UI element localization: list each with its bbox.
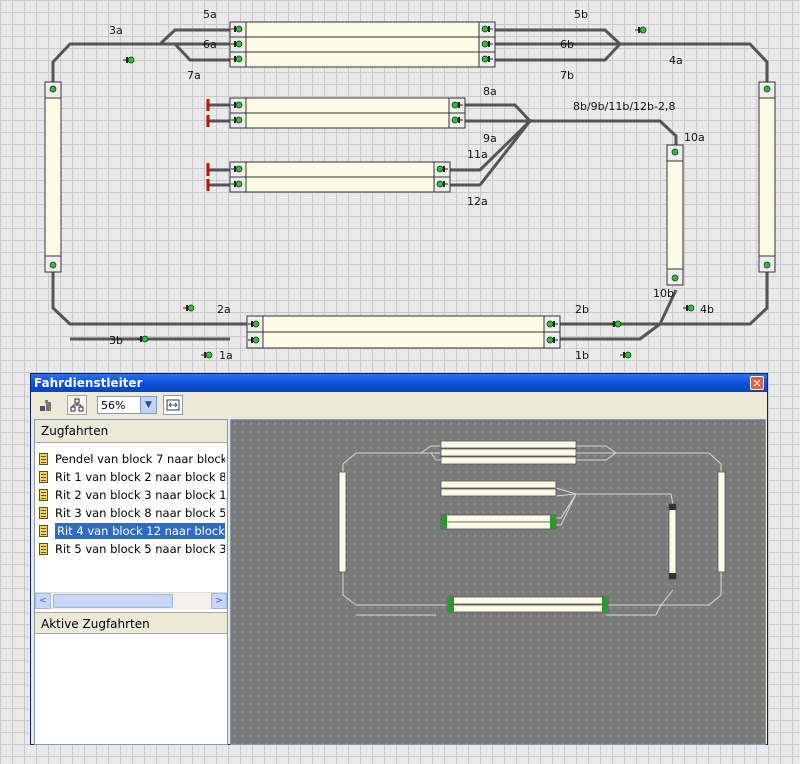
trips-pane: Zugfahrten Pendel van block 7 naar block… xyxy=(34,419,228,745)
scroll-left-button[interactable]: < xyxy=(35,593,51,609)
block-8[interactable] xyxy=(229,97,466,114)
list-item[interactable]: Rit 5 van block 5 naar block 3 xyxy=(37,540,225,558)
scroll-thumb[interactable] xyxy=(53,594,173,608)
label-5b: 5b xyxy=(574,8,588,21)
label-5a: 5a xyxy=(203,8,217,21)
block-4[interactable] xyxy=(758,81,776,273)
fit-view-icon[interactable] xyxy=(163,395,183,415)
track-layout[interactable] xyxy=(0,0,800,370)
trip-list[interactable]: Pendel van block 7 naar block 1 <: Rit 1… xyxy=(35,450,227,558)
window-title: Fahrdienstleiter xyxy=(34,376,143,390)
scroll-right-button[interactable]: > xyxy=(211,593,227,609)
label-10b: 10b xyxy=(653,287,674,300)
block-2[interactable] xyxy=(246,315,561,333)
label-3b: 3b xyxy=(109,334,123,347)
trip-label: Rit 5 van block 5 naar block 3 xyxy=(55,542,225,556)
horizontal-scrollbar[interactable]: < > xyxy=(35,592,227,609)
trip-label: Rit 3 van block 8 naar block 5 xyxy=(55,506,225,520)
trains-icon[interactable] xyxy=(37,395,57,415)
active-trips-header: Aktive Zugfahrten xyxy=(35,612,227,634)
block-11[interactable] xyxy=(229,161,451,178)
trip-icon xyxy=(39,543,48,555)
label-7a: 7a xyxy=(187,69,201,82)
fahrdienstleiter-window[interactable]: Fahrdienstleiter ✕ 56% ▼ Zugfahrten Pend… xyxy=(30,373,768,745)
trip-label: Rit 2 van block 3 naar block 12 xyxy=(55,488,225,502)
overview-layout xyxy=(338,440,726,616)
label-4a: 4a xyxy=(669,54,683,67)
label-8b: 8b/9b/11b/12b-2,8 xyxy=(573,100,676,113)
label-6b: 6b xyxy=(560,38,574,51)
trip-label: Rit 1 van block 2 naar block 8 xyxy=(55,470,225,484)
label-3a: 3a xyxy=(109,24,123,37)
zoom-value: 56% xyxy=(101,399,126,412)
trip-label: Pendel van block 7 naar block 1 <: xyxy=(55,452,225,466)
label-4b: 4b xyxy=(700,303,714,316)
label-12a: 12a xyxy=(467,195,488,208)
label-1b: 1b xyxy=(575,349,589,362)
label-7b: 7b xyxy=(560,69,574,82)
list-item[interactable]: Rit 2 van block 3 naar block 12 xyxy=(37,486,225,504)
label-11a: 11a xyxy=(467,148,488,161)
label-2a: 2a xyxy=(217,303,231,316)
trip-icon xyxy=(39,489,48,501)
zoom-select[interactable]: 56% ▼ xyxy=(97,396,157,414)
label-10a: 10a xyxy=(684,131,705,144)
close-button[interactable]: ✕ xyxy=(750,376,764,390)
block-10[interactable] xyxy=(666,144,684,286)
chevron-down-icon[interactable]: ▼ xyxy=(140,397,156,413)
trip-icon xyxy=(39,453,48,465)
block-3[interactable] xyxy=(44,81,62,273)
block-12[interactable] xyxy=(229,176,451,193)
toolbar: 56% ▼ xyxy=(31,392,767,416)
label-2b: 2b xyxy=(575,303,589,316)
list-item-selected[interactable]: Rit 4 van block 12 naar block 2 xyxy=(37,522,225,540)
label-8a: 8a xyxy=(483,85,497,98)
trip-icon xyxy=(39,525,48,537)
block-5[interactable] xyxy=(229,21,496,38)
list-item[interactable]: Pendel van block 7 naar block 1 <: xyxy=(37,450,225,468)
block-7[interactable] xyxy=(229,51,496,68)
block-9[interactable] xyxy=(229,112,466,129)
list-item[interactable]: Rit 3 van block 8 naar block 5 xyxy=(37,504,225,522)
trips-header: Zugfahrten xyxy=(35,420,227,443)
list-item[interactable]: Rit 1 van block 2 naar block 8 xyxy=(37,468,225,486)
overview-map[interactable] xyxy=(230,419,766,745)
label-1a: 1a xyxy=(219,349,233,362)
hierarchy-icon[interactable] xyxy=(67,395,87,415)
label-9a: 9a xyxy=(483,132,497,145)
block-1[interactable] xyxy=(246,331,561,349)
block-6[interactable] xyxy=(229,36,496,53)
trip-label: Rit 4 van block 12 naar block 2 xyxy=(55,523,225,539)
label-6a: 6a xyxy=(203,38,217,51)
window-titlebar[interactable]: Fahrdienstleiter ✕ xyxy=(31,374,767,392)
trip-icon xyxy=(39,507,48,519)
trip-icon xyxy=(39,471,48,483)
